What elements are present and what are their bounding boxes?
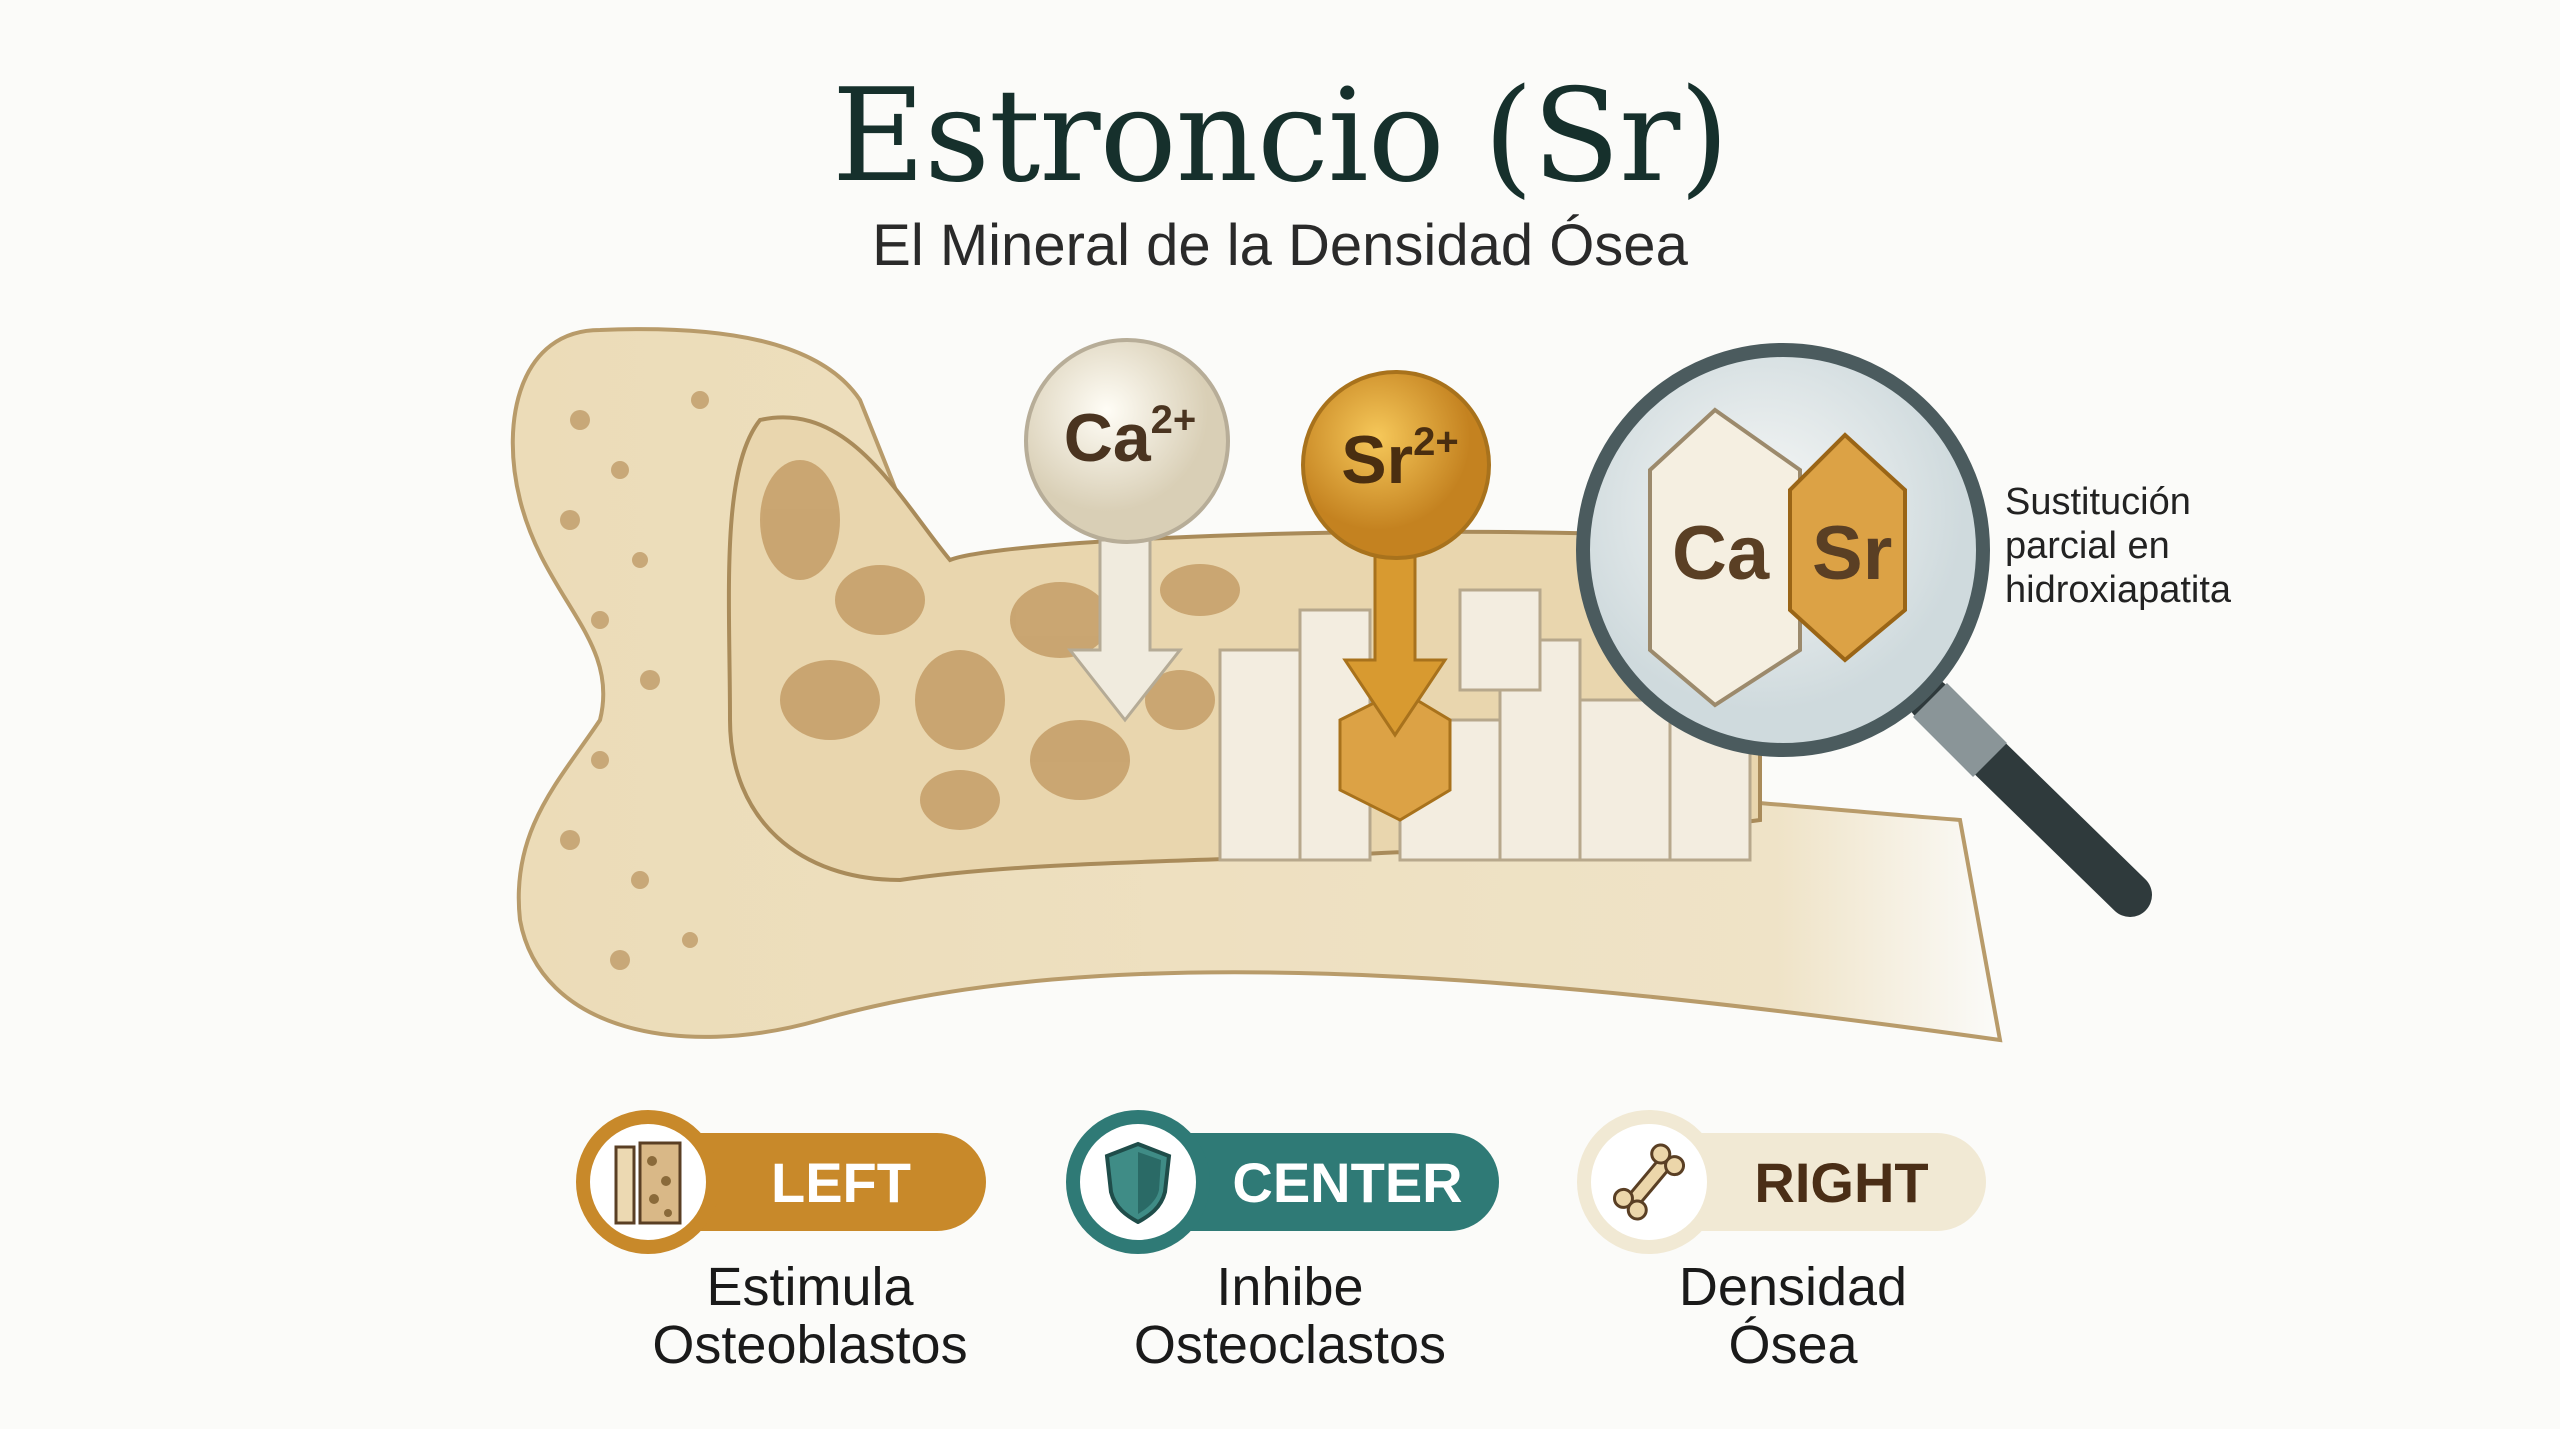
page-title: Estroncio (Sr) [831, 62, 1729, 211]
badge-left-caption: Estimula Osteoblastos [560, 1258, 1060, 1374]
badge-center: CENTER [1066, 1110, 1499, 1254]
badge-right: RIGHT [1577, 1110, 1986, 1254]
sr-arrow [1342, 548, 1448, 738]
crystal-ca-label: Ca [1672, 511, 1770, 596]
crystal-sr-label: Sr [1812, 511, 1893, 596]
badge-center-label: CENTER [1126, 1133, 1499, 1231]
sr-ion-sphere [1301, 370, 1491, 560]
shield-icon [1066, 1110, 1210, 1254]
substitution-note: Sustitución parcial en hidroxiapatita [2005, 480, 2231, 612]
ca-ion-sphere [1024, 338, 1230, 544]
note-line: Sustitución [2005, 481, 2191, 523]
spongy-texture [560, 391, 709, 970]
trabecular-pores [760, 460, 1240, 830]
caption-line: Osteoclastos [1133, 1315, 1447, 1375]
magnifier-icon [1576, 343, 2152, 917]
bone-tissue-icon [576, 1110, 720, 1254]
ca-symbol: Ca [1063, 400, 1151, 476]
caption-line: Densidad [1678, 1257, 1908, 1317]
bone-icon [1577, 1110, 1721, 1254]
ca-arrow [1066, 538, 1184, 723]
badge-right-caption: Densidad Ósea [1543, 1258, 2043, 1374]
note-line: hidroxiapatita [2005, 569, 2232, 611]
sr-symbol: Sr [1341, 422, 1414, 498]
badge-left: LEFT [576, 1110, 986, 1254]
caption-line: Estimula [706, 1257, 914, 1317]
sr-charge: 2+ [1413, 420, 1459, 464]
caption-line: Ósea [1728, 1315, 1858, 1375]
page-subtitle: El Mineral de la Densidad Ósea [872, 213, 1688, 278]
ca-ion-label: Ca2+ [1040, 398, 1220, 477]
sr-ion-label: Sr2+ [1310, 420, 1490, 499]
note-line: parcial en [2005, 525, 2170, 567]
badge-center-caption: Inhibe Osteoclastos [1040, 1258, 1540, 1374]
caption-line: Inhibe [1216, 1257, 1364, 1317]
caption-line: Osteoblastos [652, 1315, 968, 1375]
ca-charge: 2+ [1150, 398, 1197, 442]
